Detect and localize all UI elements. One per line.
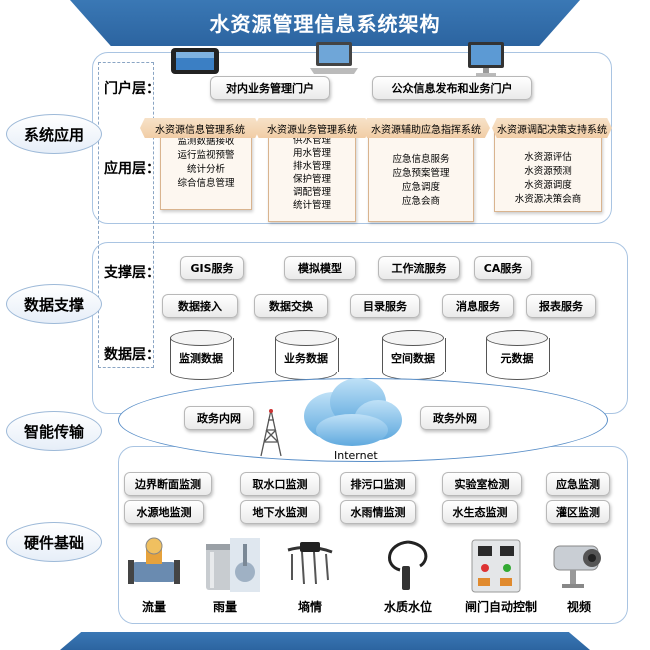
system-item: 水资源评估 (524, 152, 572, 163)
system-banner-decision[interactable]: 水资源调配决策支持系统 (492, 118, 612, 138)
system-item: 排水管理 (292, 161, 331, 172)
footer-bar (60, 632, 590, 650)
device-label-rain: 雨量 (212, 600, 237, 614)
water-level-sensor-icon (380, 536, 436, 594)
layer-portal: 门户层： (104, 81, 160, 97)
antenna-tower-icon (258, 408, 284, 458)
system-banner-business[interactable]: 水资源业务管理系统 (254, 118, 370, 138)
support-gis[interactable]: GIS服务 (180, 256, 244, 280)
system-box-decision: 水资源评估 水资源预测 水资源调度 水资源决策会商 (494, 126, 602, 212)
gate-controller-icon (470, 538, 522, 594)
system-item: 应急预案管理 (392, 168, 450, 179)
monitor-boundary[interactable]: 边界断面监测 (124, 472, 212, 496)
database-label: 业务数据 (284, 352, 328, 365)
database-label: 监测数据 (179, 352, 223, 365)
portal-internal[interactable]: 对内业务管理门户 (210, 76, 330, 100)
support-data-exchange[interactable]: 数据交换 (254, 294, 328, 318)
portal-public[interactable]: 公众信息发布和业务门户 (372, 76, 532, 100)
system-item: 水资源预测 (524, 166, 572, 177)
layer-label-strip (98, 62, 154, 368)
rain-gauge-icon (200, 540, 240, 594)
system-item: 用水管理 (292, 148, 331, 159)
system-box-business: 供水管理 用水管理 排水管理 保护管理 调配管理 统计管理 (268, 126, 356, 222)
monitor-emergency[interactable]: 应急监测 (546, 472, 610, 496)
network-internal[interactable]: 政务内网 (184, 406, 254, 430)
system-item: 调配管理 (292, 187, 331, 198)
system-item: 统计管理 (292, 200, 331, 211)
camera-icon (548, 540, 608, 592)
system-item: 水资源调度 (524, 180, 572, 191)
title-bar (70, 0, 580, 46)
system-item: 统计分析 (186, 164, 225, 175)
system-item: 运行监视预警 (177, 150, 235, 161)
layer-support: 支撑层： (104, 265, 160, 281)
monitor-ecology[interactable]: 水生态监测 (442, 500, 518, 524)
monitor-source[interactable]: 水源地监测 (124, 500, 204, 524)
database-label: 空间数据 (391, 352, 435, 365)
database-spatial: 空间数据 (382, 330, 446, 380)
section-smart-transfer: 智能传输 (6, 411, 102, 451)
soil-moisture-icon (282, 540, 338, 592)
system-banner-info[interactable]: 水资源信息管理系统 (140, 118, 260, 138)
database-business: 业务数据 (275, 330, 339, 380)
device-label-video: 视频 (566, 600, 591, 614)
monitor-intake[interactable]: 取水口监测 (240, 472, 320, 496)
flowmeter-icon (128, 536, 180, 592)
internet-label: Internet (334, 449, 378, 462)
device-label-flow: 流量 (141, 600, 166, 614)
cloud-icon (296, 374, 406, 448)
support-data-access[interactable]: 数据接入 (162, 294, 238, 318)
support-catalog[interactable]: 目录服务 (350, 294, 420, 318)
layer-application: 应用层： (104, 161, 160, 177)
system-item: 应急信息服务 (392, 154, 450, 165)
database-meta: 元数据 (486, 330, 550, 380)
system-item: 应急会商 (401, 196, 440, 207)
system-box-info: 监测数据接收 运行监视预警 统计分析 综合信息管理 (160, 126, 252, 210)
support-ca[interactable]: CA服务 (474, 256, 532, 280)
tablet-icon (170, 46, 220, 76)
laptop-icon (308, 40, 360, 76)
system-box-emergency: 应急信息服务 应急预案管理 应急调度 应急会商 (368, 126, 474, 222)
network-external[interactable]: 政务外网 (420, 406, 490, 430)
support-report[interactable]: 报表服务 (526, 294, 596, 318)
system-item: 供水管理 (292, 135, 331, 146)
system-banner-emergency[interactable]: 水资源辅助应急指挥系统 (362, 118, 490, 138)
support-message[interactable]: 消息服务 (442, 294, 514, 318)
radar-sensor-icon (230, 538, 260, 592)
device-label-gate: 闸门自动控制 (464, 600, 537, 614)
system-item: 保护管理 (292, 174, 331, 185)
database-monitor: 监测数据 (170, 330, 234, 380)
device-label-water-level: 水质水位 (383, 600, 432, 614)
layer-data: 数据层： (104, 347, 160, 363)
monitor-rainwater[interactable]: 水雨情监测 (340, 500, 416, 524)
monitor-groundwater[interactable]: 地下水监测 (240, 500, 320, 524)
device-label-moisture: 墒情 (297, 600, 322, 614)
database-label: 元数据 (500, 352, 534, 365)
monitor-outfall[interactable]: 排污口监测 (340, 472, 416, 496)
support-workflow[interactable]: 工作流服务 (378, 256, 460, 280)
section-hardware: 硬件基础 (6, 522, 102, 562)
support-model[interactable]: 模拟模型 (284, 256, 356, 280)
section-data-support: 数据支撑 (6, 284, 102, 324)
monitor-irrigation[interactable]: 灌区监测 (546, 500, 610, 524)
system-item: 水资源决策会商 (514, 194, 582, 205)
page-title: 水资源管理信息系统架构 (209, 12, 441, 36)
monitor-lab[interactable]: 实验室检测 (442, 472, 522, 496)
system-item: 监测数据接收 (177, 136, 235, 147)
section-system-app: 系统应用 (6, 114, 102, 154)
system-item: 应急调度 (401, 182, 440, 193)
desktop-icon (466, 40, 506, 78)
system-item: 综合信息管理 (177, 178, 235, 189)
